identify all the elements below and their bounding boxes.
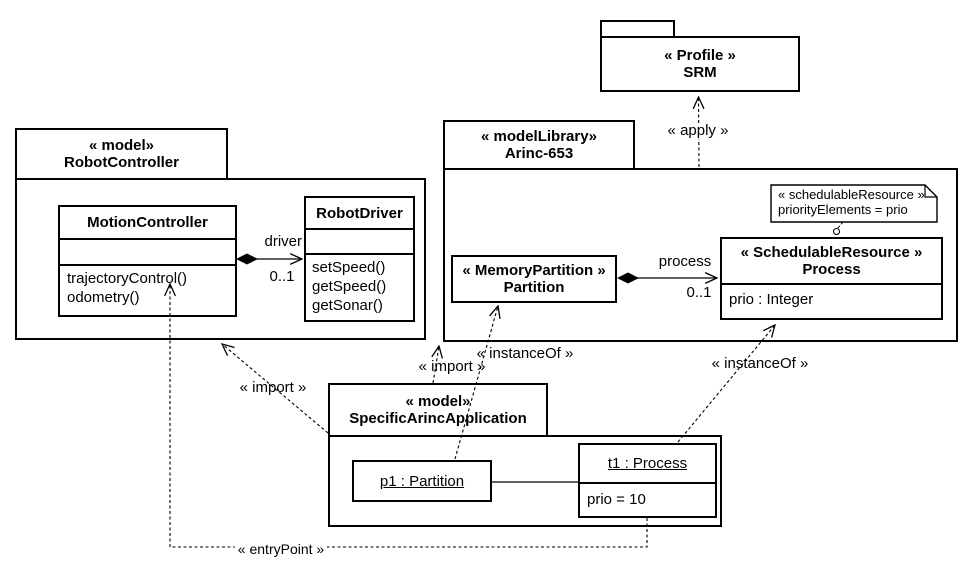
operation: getSpeed() <box>312 278 387 295</box>
slot-value: prio = 10 <box>587 491 646 508</box>
class-partition: « MemoryPartition » Partition <box>451 255 617 303</box>
import-mid-label: « import » <box>418 358 486 375</box>
class-process-title: Process <box>802 261 861 278</box>
package-specificapp-name: SpecificArincApplication <box>349 410 527 427</box>
class-robotdriver-attributes <box>306 228 413 253</box>
class-process-attributes: prio : Integer <box>722 283 941 318</box>
class-robotdriver-operations: setSpeed() getSpeed() getSonar() <box>306 253 413 320</box>
instanceof-t1-label: « instanceOf » <box>711 355 809 372</box>
package-specificapp-tab: « model» SpecificArincApplication <box>328 383 548 435</box>
class-partition-name: « MemoryPartition » Partition <box>453 257 615 301</box>
instanceof-p1-label: « instanceOf » <box>476 345 574 362</box>
instance-p1: p1 : Partition <box>352 460 492 502</box>
operation: trajectoryControl() <box>67 270 188 287</box>
package-srm-stereotype: « Profile » <box>664 47 736 64</box>
operation: odometry() <box>67 289 140 306</box>
instance-p1-name: p1 : Partition <box>379 472 465 490</box>
driver-multiplicity-label: 0..1 <box>269 268 295 285</box>
package-srm-name: SRM <box>683 64 717 81</box>
note-body: priorityElements = prio <box>778 202 908 217</box>
note-stereotype: « schedulableResource » <box>778 187 925 202</box>
class-process-stereotype: « SchedulableResource » <box>740 244 923 261</box>
class-motioncontroller-attributes <box>60 238 235 264</box>
package-robotcontroller-name: RobotController <box>64 154 179 171</box>
package-srm-body: « Profile » SRM <box>600 36 800 92</box>
attribute: prio : Integer <box>729 291 814 308</box>
package-robotcontroller-stereotype: « model» <box>88 137 155 154</box>
instance-t1-slots: prio = 10 <box>580 482 715 516</box>
class-robotdriver-name: RobotDriver <box>316 204 403 222</box>
package-robotcontroller-tab: « model» RobotController <box>15 128 228 178</box>
class-process-name: « SchedulableResource » Process <box>722 239 941 283</box>
package-arinc653-name: Arinc-653 <box>504 145 574 162</box>
process-role-label: process <box>658 253 712 270</box>
instance-t1-name: t1 : Process <box>607 455 688 472</box>
driver-role-label: driver <box>264 233 302 250</box>
class-process: « SchedulableResource » Process prio : I… <box>720 237 943 320</box>
package-specificapp-stereotype: « model» <box>405 393 471 410</box>
package-arinc653-tab: « modelLibrary» Arinc-653 <box>443 120 635 168</box>
instanceof-t1-line <box>677 325 775 443</box>
class-motioncontroller-name: MotionController <box>87 214 208 231</box>
class-robotdriver: RobotDriver setSpeed() getSpeed() getSon… <box>304 196 415 322</box>
class-motioncontroller-operations: trajectoryControl() odometry() <box>60 264 235 315</box>
operation: getSonar() <box>312 297 383 314</box>
process-multiplicity-label: 0..1 <box>686 284 712 301</box>
instance-t1: t1 : Process prio = 10 <box>578 443 717 518</box>
class-motioncontroller: MotionController trajectoryControl() odo… <box>58 205 237 317</box>
import-left-label: « import » <box>239 379 307 396</box>
package-arinc653-stereotype: « modelLibrary» <box>481 128 597 145</box>
class-partition-title: Partition <box>503 279 565 296</box>
apply-label: « apply » <box>664 123 732 139</box>
class-partition-stereotype: « MemoryPartition » <box>462 262 606 279</box>
entrypoint-label: « entryPoint » <box>234 541 328 557</box>
operation: setSpeed() <box>312 259 386 276</box>
package-srm-tab <box>600 20 675 36</box>
